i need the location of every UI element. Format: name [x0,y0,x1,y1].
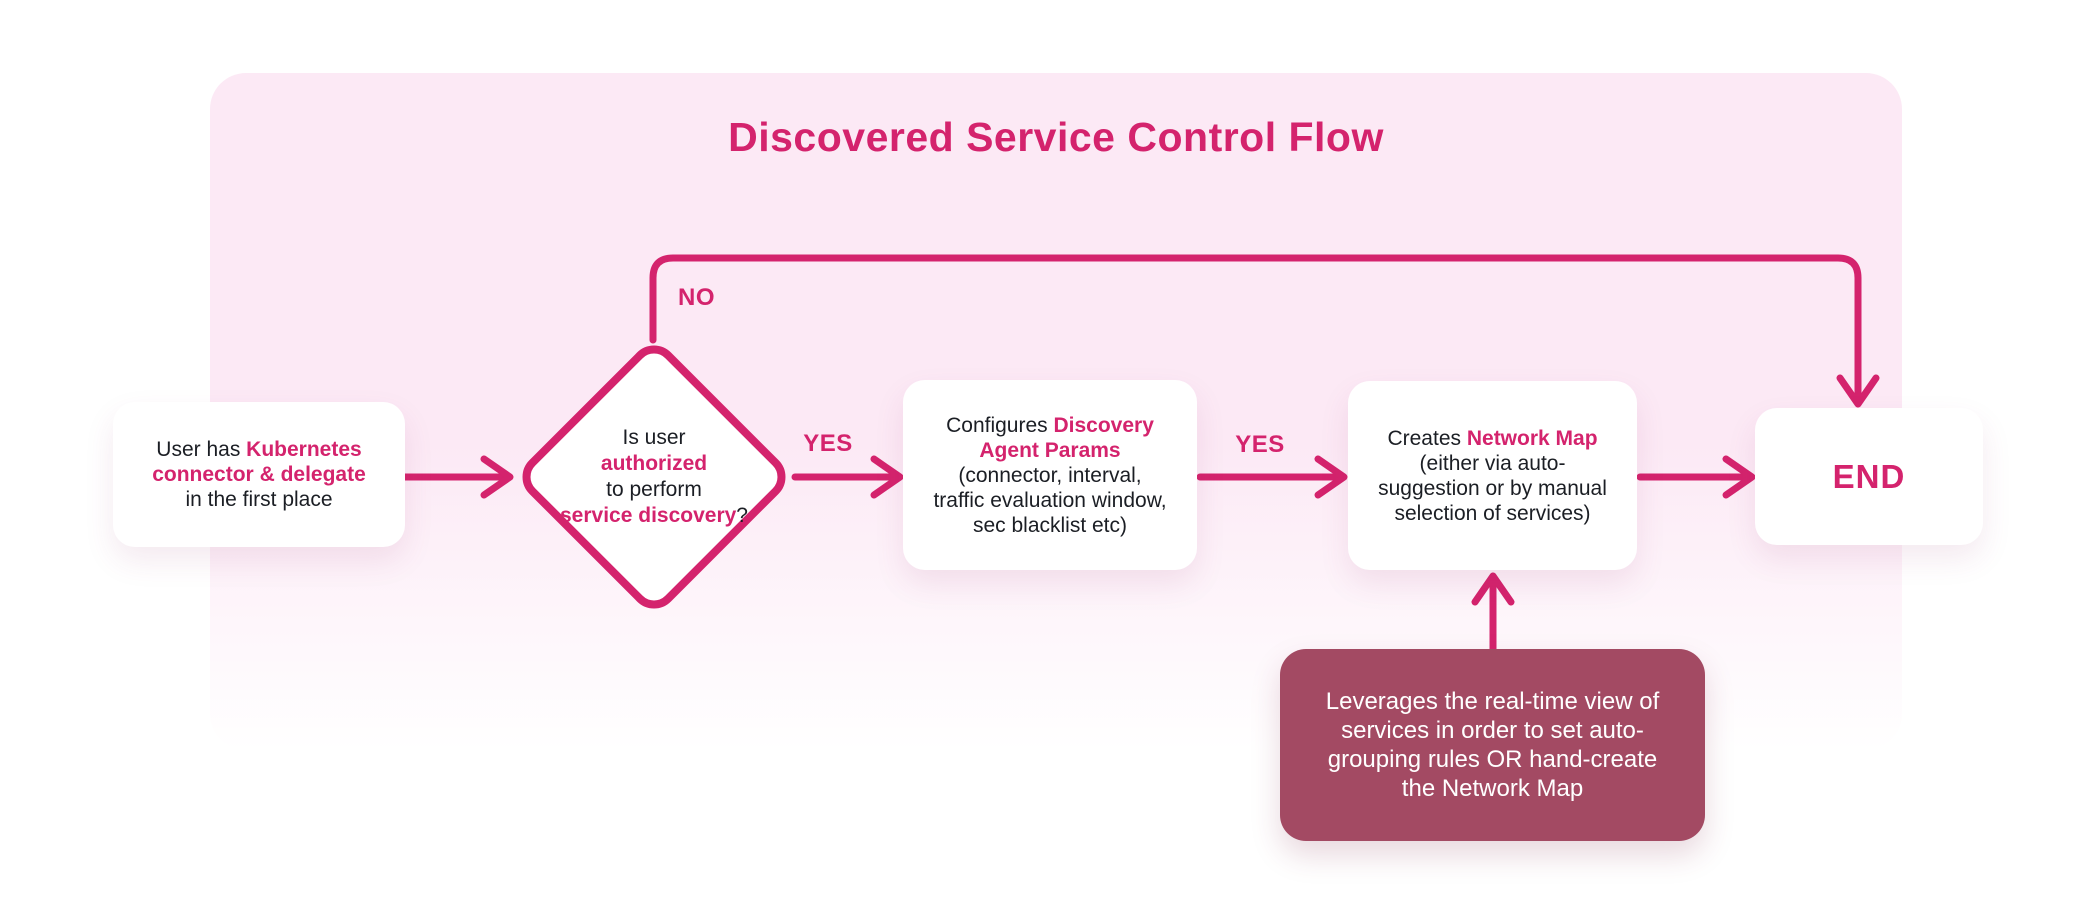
edge-label-yes-authorized: YES [803,430,853,457]
arrowhead-no-loop [1836,374,1880,408]
node-create-network-map: Creates Network Map(either via auto-sugg… [1348,381,1637,570]
arrowhead-start-to-decision [480,455,514,499]
arrowhead-yes-to-configure [870,455,904,499]
arrowhead-yes-to-create-map [1314,455,1348,499]
edge-no-loop [649,254,1862,402]
arrowhead-create-map-to-end [1722,455,1756,499]
edge-label-no: NO [678,284,715,311]
diagram-title: Discovered Service Control Flow [728,114,1384,160]
edge-label-yes-configured: YES [1235,431,1285,458]
node-end: END [1755,408,1983,545]
arrowhead-callout-to-create-map [1471,572,1515,606]
